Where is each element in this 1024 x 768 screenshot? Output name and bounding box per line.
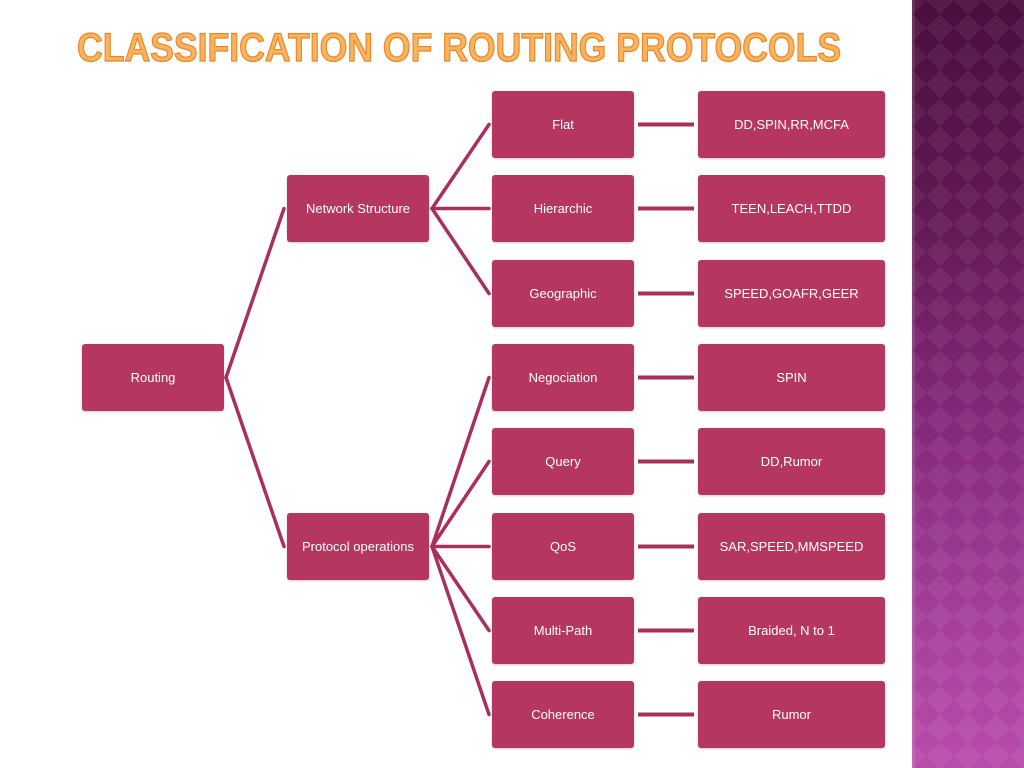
node-flat-protocols: DD,SPIN,RR,MCFA <box>698 91 885 158</box>
connectors <box>224 122 694 717</box>
node-label: Protocol operations <box>301 538 414 554</box>
node-routing: Routing <box>82 344 224 411</box>
node-label: SAR,SPEED,MMSPEED <box>719 538 864 554</box>
node-label: SPEED,GOAFR,GEER <box>724 285 859 301</box>
node-coherence-protocols: Rumor <box>698 681 885 748</box>
node-negociation-protocols: SPIN <box>698 344 885 411</box>
connector-protocol-operations-negociation <box>430 375 491 549</box>
node-geographic-protocols: SPEED,GOAFR,GEER <box>698 260 885 327</box>
node-label: Network Structure <box>305 200 411 216</box>
node-label: DD,Rumor <box>760 453 823 469</box>
node-label: QoS <box>549 538 576 554</box>
node-label: Hierarchic <box>533 200 593 216</box>
node-negociation: Negociation <box>492 344 634 411</box>
node-label: Braided, N to 1 <box>748 622 835 638</box>
node-query: Query <box>492 428 634 495</box>
connector-protocol-operations-coherence <box>430 544 491 717</box>
connector-protocol-operations-multi-path <box>430 544 491 633</box>
connector-routing-network-structure <box>224 206 286 380</box>
connector-protocol-operations-query <box>430 459 491 549</box>
node-hierarchic: Hierarchic <box>492 175 634 242</box>
node-label: Query <box>545 453 581 469</box>
node-geographic: Geographic <box>492 260 634 327</box>
node-label: DD,SPIN,RR,MCFA <box>734 116 849 132</box>
connector-network-structure-geographic <box>430 206 491 296</box>
slide-title: CLASSIFICATION OF ROUTING PROTOCOLS <box>76 26 842 70</box>
node-multi-path: Multi-Path <box>492 597 634 664</box>
node-protocol-operations: Protocol operations <box>287 513 429 580</box>
node-qos: QoS <box>492 513 634 580</box>
node-flat: Flat <box>492 91 634 158</box>
node-hierarchic-protocols: TEEN,LEACH,TTDD <box>698 175 885 242</box>
node-query-protocols: DD,Rumor <box>698 428 885 495</box>
node-label: TEEN,LEACH,TTDD <box>731 200 852 216</box>
node-multi-path-protocols: Braided, N to 1 <box>698 597 885 664</box>
decorative-side-panel <box>912 0 1024 768</box>
connector-routing-protocol-operations <box>224 375 286 549</box>
node-label: Negociation <box>528 369 598 385</box>
node-label: Coherence <box>531 706 595 722</box>
node-network-structure: Network Structure <box>287 175 429 242</box>
connector-network-structure-flat <box>430 122 491 211</box>
node-coherence: Coherence <box>492 681 634 748</box>
node-label: Routing <box>130 369 176 385</box>
node-label: Multi-Path <box>533 622 593 638</box>
node-label: Flat <box>552 116 574 132</box>
node-label: SPIN <box>776 369 807 385</box>
node-label: Geographic <box>529 285 597 301</box>
node-qos-protocols: SAR,SPEED,MMSPEED <box>698 513 885 580</box>
node-label: Rumor <box>771 706 811 722</box>
